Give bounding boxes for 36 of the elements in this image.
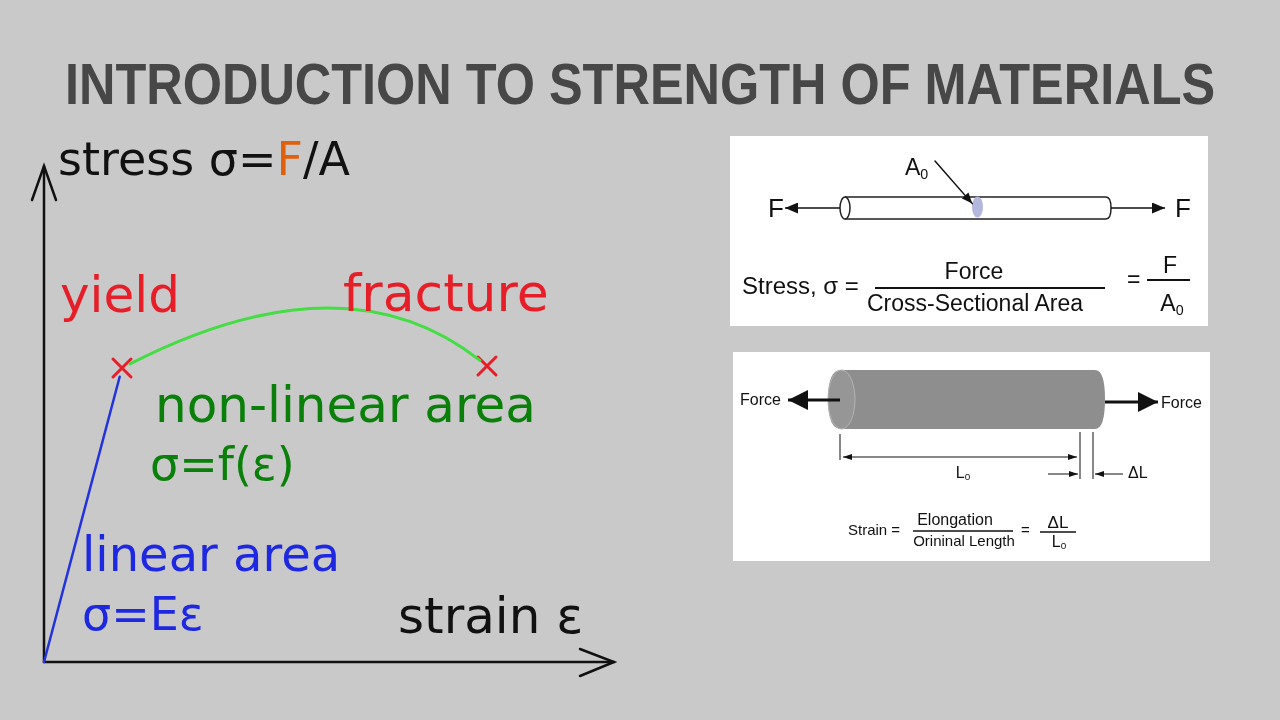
point-label: fracture bbox=[343, 267, 549, 319]
axis-label: stress σ=F/A bbox=[58, 136, 350, 182]
area-label: A$_{0}$ bbox=[905, 156, 929, 179]
fraction-denominator: A$_{0}$ bbox=[1160, 292, 1184, 315]
fraction-numerator: Elongation bbox=[917, 512, 993, 528]
force-label: Force bbox=[1161, 395, 1202, 411]
cross-mark-icon bbox=[111, 357, 133, 379]
formula-text: Stress, σ = bbox=[742, 274, 859, 298]
equals-sign: = bbox=[1127, 268, 1141, 291]
curve-line bbox=[42, 375, 121, 664]
figure-panel bbox=[733, 352, 1210, 561]
figure-panel bbox=[730, 136, 1208, 326]
force-label: Force bbox=[740, 392, 781, 408]
fraction-numerator: Force bbox=[944, 260, 1004, 283]
formula-text: σ=Eε bbox=[82, 591, 204, 637]
fraction-denominator: L$_{0}$ bbox=[1051, 534, 1067, 550]
equals-sign: = bbox=[1021, 522, 1030, 537]
cross-mark-icon bbox=[476, 355, 498, 377]
leader-arrow bbox=[934, 160, 974, 205]
axis-label: strain ε bbox=[398, 591, 584, 641]
fraction-numerator: F bbox=[1162, 254, 1178, 277]
dimension-label: L$_{0}$ bbox=[955, 465, 971, 481]
title: INTRODUCTION TO STRENGTH OF MATERIALS bbox=[65, 55, 1216, 113]
region-label: non-linear area bbox=[155, 380, 536, 430]
fraction-numerator: ΔL bbox=[1047, 514, 1069, 531]
cross-section bbox=[972, 196, 983, 218]
formula-text: Strain = bbox=[848, 522, 901, 537]
region-label: linear area bbox=[82, 530, 341, 578]
force-label: F bbox=[768, 195, 784, 221]
point-label: yield bbox=[60, 270, 180, 320]
fraction-denominator: Orininal Length bbox=[913, 533, 1015, 548]
formula-text: σ=f(ε) bbox=[150, 441, 295, 487]
curve-line bbox=[128, 306, 482, 366]
dimension-label: ΔL bbox=[1128, 465, 1148, 481]
force-label: F bbox=[1175, 195, 1191, 221]
fraction-denominator: Cross-Sectional Area bbox=[867, 292, 1083, 315]
